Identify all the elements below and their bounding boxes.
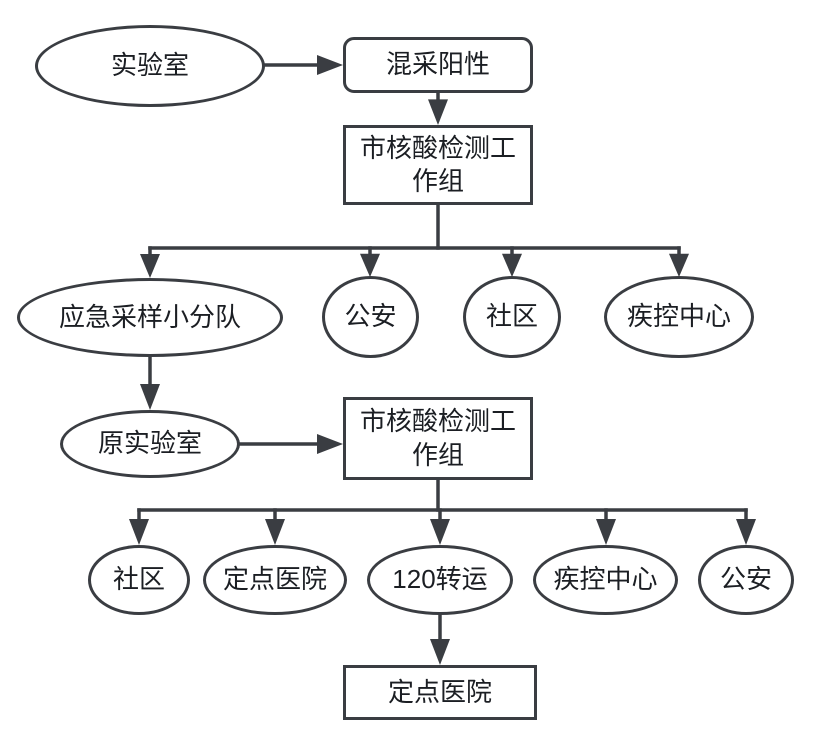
flow-arrow [140, 246, 160, 278]
cdc-center-ellipse-2: 疾控中心 [533, 545, 678, 615]
community-ellipse-1: 社区 [463, 276, 561, 358]
city-nat-workgroup-box-2-label: 市核酸检测工 作组 [359, 406, 516, 470]
flow-arrow [428, 91, 448, 125]
mixed-sample-positive-box-label: 混采阳性 [385, 49, 490, 80]
public-security-ellipse-2-label: 公安 [719, 564, 772, 595]
community-ellipse-2: 社区 [88, 545, 190, 615]
flow-arrow [596, 508, 616, 545]
flow-arrow [502, 246, 522, 277]
city-nat-workgroup-box-1: 市核酸检测工 作组 [343, 125, 533, 205]
public-security-ellipse-1-label: 公安 [344, 301, 397, 332]
flow-arrow [238, 434, 343, 454]
original-lab-ellipse-label: 原实验室 [97, 428, 202, 459]
designated-hospital-ellipse: 定点医院 [203, 545, 347, 615]
flow-arrow [129, 508, 149, 545]
designated-hospital-box-label: 定点医院 [387, 676, 492, 707]
flow-arrow [430, 508, 450, 545]
cdc-center-ellipse-1-label: 疾控中心 [626, 301, 731, 332]
emergency-sampling-team-ellipse: 应急采样小分队 [17, 278, 283, 357]
community-ellipse-2-label: 社区 [112, 564, 165, 595]
public-security-ellipse-2: 公安 [698, 545, 794, 615]
transfer-120-ellipse-label: 120转运 [392, 564, 488, 595]
lab-ellipse-label: 实验室 [110, 50, 189, 81]
flow-arrow [140, 355, 160, 410]
cdc-center-ellipse-2-label: 疾控中心 [553, 564, 658, 595]
flow-arrow [430, 613, 450, 665]
cdc-center-ellipse-1: 疾控中心 [604, 276, 754, 358]
community-ellipse-1-label: 社区 [485, 301, 538, 332]
emergency-sampling-team-ellipse-label: 应急采样小分队 [58, 301, 241, 332]
flow-arrow [669, 246, 689, 277]
flow-arrow [360, 246, 380, 277]
mixed-sample-positive-box: 混采阳性 [343, 37, 533, 93]
city-nat-workgroup-box-2: 市核酸检测工 作组 [343, 397, 533, 480]
original-lab-ellipse: 原实验室 [60, 410, 240, 478]
flow-arrow [263, 55, 343, 75]
transfer-120-ellipse: 120转运 [367, 545, 513, 615]
city-nat-workgroup-box-1-label: 市核酸检测工 作组 [359, 132, 516, 196]
flow-arrow [736, 508, 756, 545]
lab-ellipse: 实验室 [35, 25, 265, 107]
designated-hospital-box: 定点医院 [343, 665, 537, 720]
designated-hospital-ellipse-label: 定点医院 [222, 564, 327, 595]
flow-arrow [265, 508, 285, 545]
public-security-ellipse-1: 公安 [322, 276, 419, 358]
